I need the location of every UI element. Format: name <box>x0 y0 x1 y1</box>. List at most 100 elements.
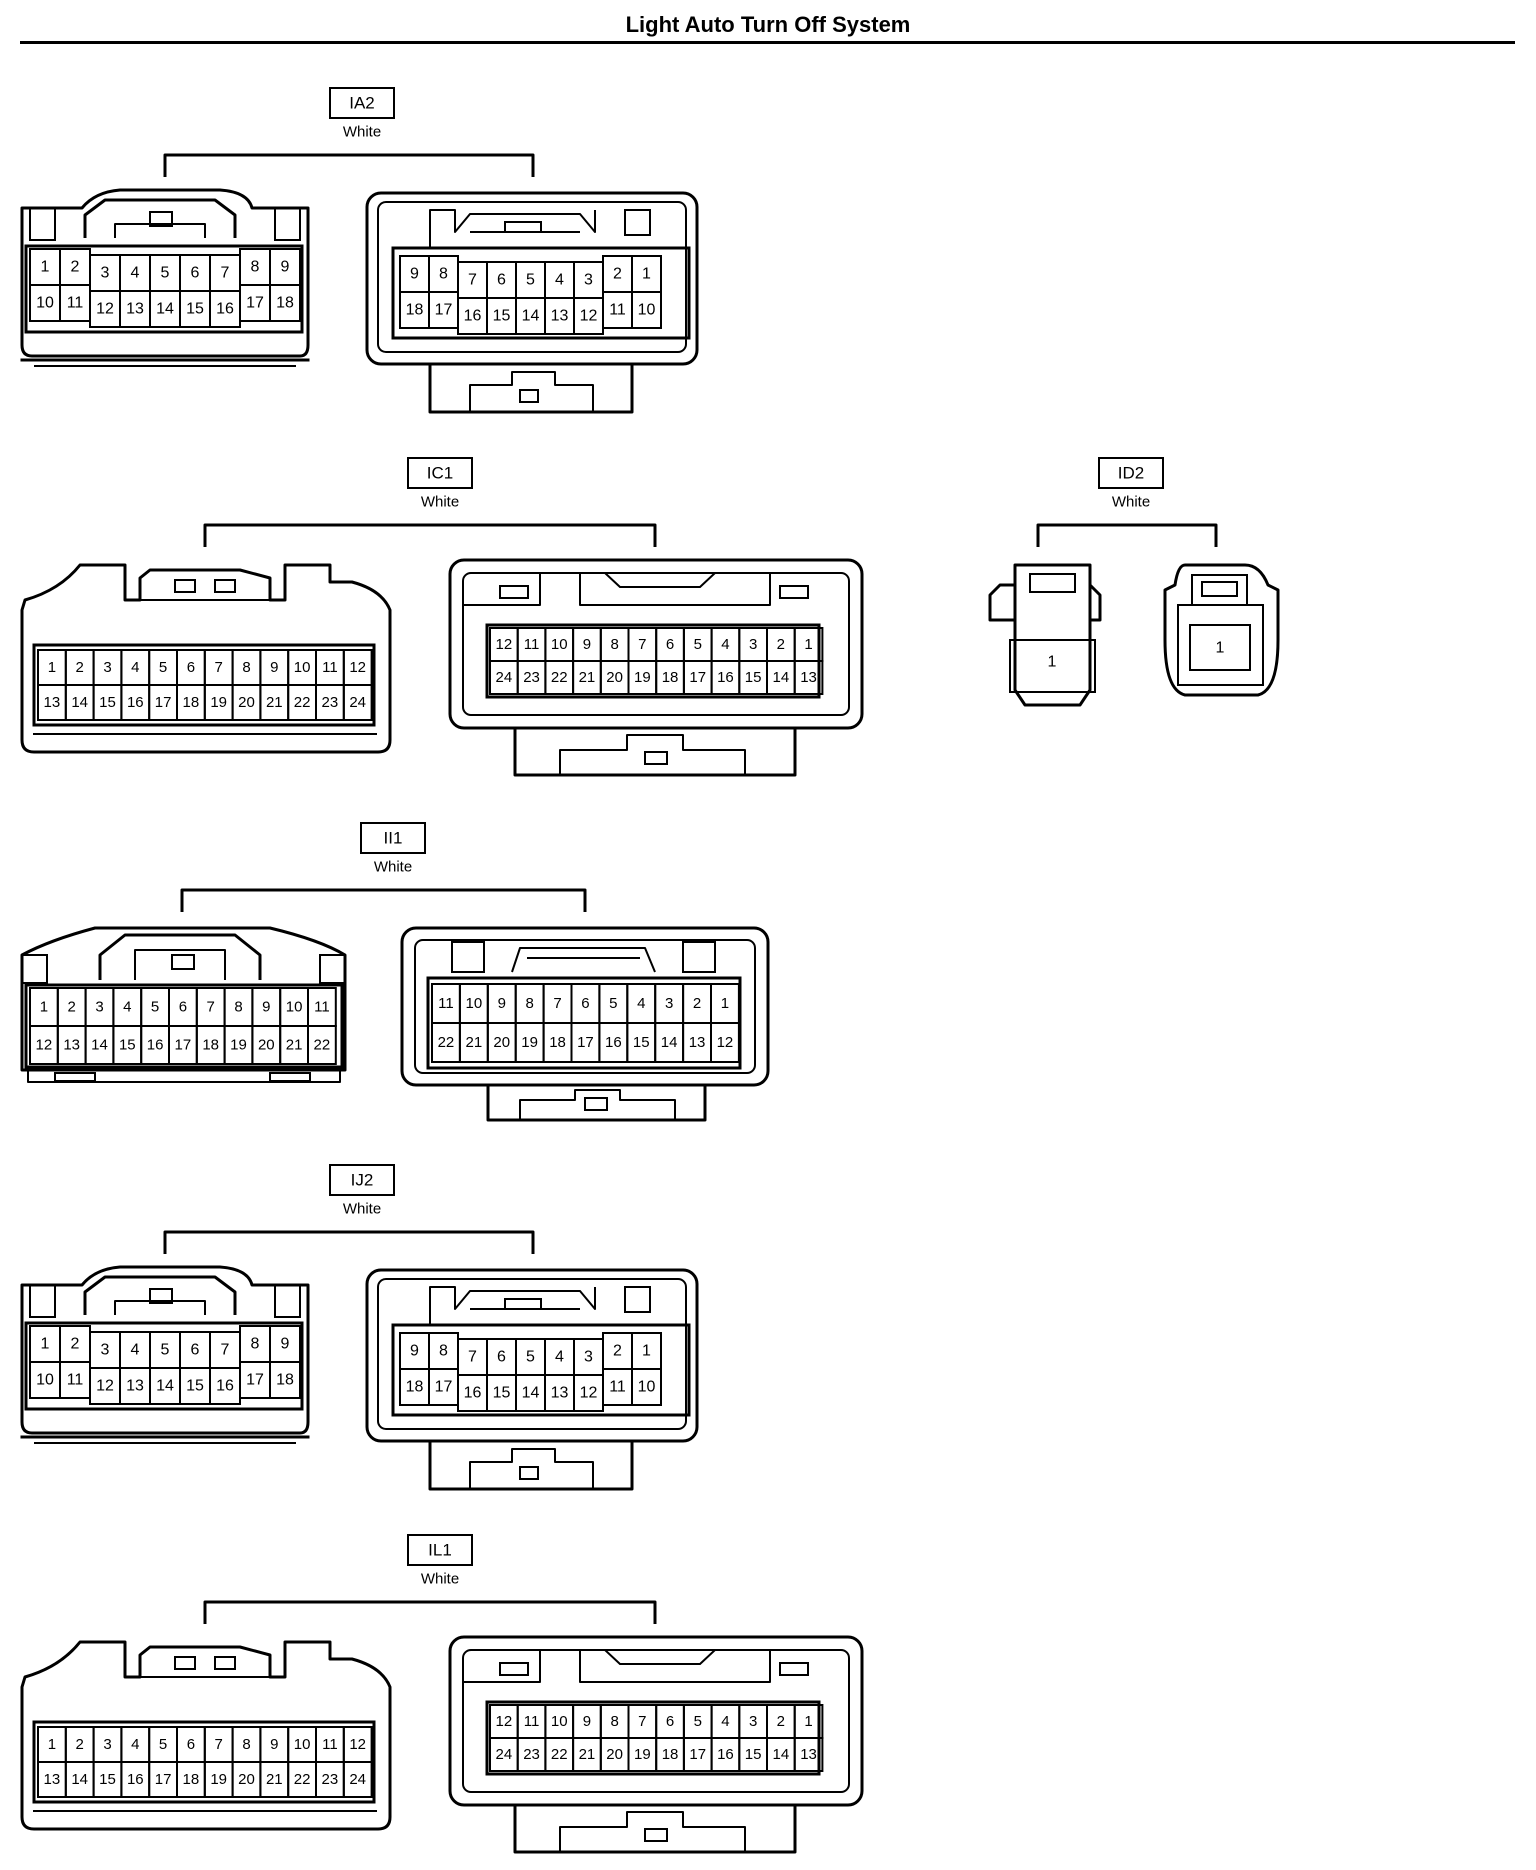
male-inner <box>1177 604 1264 686</box>
pin-number: 12 <box>36 1037 53 1054</box>
pin-number: 24 <box>496 669 513 686</box>
lock-tab <box>83 1275 237 1315</box>
outline-path <box>463 573 771 606</box>
pin-number: 10 <box>466 995 483 1012</box>
pin-number: 15 <box>99 694 116 711</box>
pin-number: 18 <box>662 1746 679 1763</box>
pin-number: 7 <box>215 1736 223 1753</box>
latch-slot <box>499 585 529 599</box>
pin-number: 18 <box>202 1037 219 1054</box>
pin-grid: 1 <box>1216 640 1225 657</box>
pin-number: 3 <box>749 636 757 653</box>
pin-number: 7 <box>215 659 223 676</box>
pin-number: 2 <box>76 659 84 676</box>
male-inner <box>462 1649 850 1793</box>
pin-number: 22 <box>314 1037 331 1054</box>
pin-number: 20 <box>606 669 623 686</box>
connector-color: White <box>421 1571 459 1588</box>
pin-number: 4 <box>131 659 139 676</box>
pin-number: 13 <box>126 301 144 318</box>
pin-number: 14 <box>91 1037 108 1054</box>
pin-number: 2 <box>613 1343 622 1360</box>
pin-number: 11 <box>322 659 338 676</box>
pin-number: 17 <box>246 295 264 312</box>
pin-number: 6 <box>497 272 506 289</box>
pin-number: 9 <box>583 1713 591 1730</box>
lock-tab <box>511 947 656 973</box>
pin-number: 2 <box>613 266 622 283</box>
lock-pin <box>214 579 236 593</box>
connector-code-box <box>329 87 395 119</box>
male-inner <box>414 939 756 1074</box>
outline-path <box>463 1650 771 1683</box>
pin-grid: 1 <box>1048 654 1057 671</box>
pin-number: 3 <box>101 265 110 282</box>
pin-number: 18 <box>183 694 200 711</box>
page-title: Light Auto Turn Off System <box>625 12 911 37</box>
lock-pin <box>1201 581 1238 597</box>
pin-number: 5 <box>159 659 167 676</box>
female-connector: 1 <box>988 563 1102 707</box>
pin-number: 11 <box>67 1372 84 1389</box>
pin-number: 3 <box>103 659 111 676</box>
pin-number: 11 <box>322 1736 338 1753</box>
connector-code-box <box>360 822 426 854</box>
pin-number: 1 <box>1216 640 1225 657</box>
bracket <box>203 1600 657 1624</box>
pin-number: 3 <box>103 1736 111 1753</box>
pin-number: 7 <box>638 636 646 653</box>
lock-pin <box>174 1656 196 1670</box>
pin-number: 14 <box>773 1746 790 1763</box>
pin-number: 6 <box>666 636 674 653</box>
pin-number: 16 <box>464 1385 482 1402</box>
outline-path <box>559 734 746 775</box>
connector-color: White <box>343 124 381 141</box>
pin-number: 8 <box>242 659 250 676</box>
pin-number: 6 <box>581 995 589 1012</box>
pin-number: 12 <box>349 659 366 676</box>
male-skirt <box>513 1805 797 1854</box>
pin-frame <box>391 1323 691 1417</box>
pin-number: 23 <box>523 669 540 686</box>
male-housing <box>365 191 699 366</box>
pin-number: 10 <box>36 295 54 312</box>
pin-number: 10 <box>551 1713 568 1730</box>
pin-number: 10 <box>36 1372 54 1389</box>
pin-number: 18 <box>276 295 294 312</box>
latch-slot <box>451 941 485 973</box>
pin-number: 11 <box>524 636 540 653</box>
pin-number: 9 <box>583 636 591 653</box>
lock-tab <box>98 933 262 980</box>
pin-number: 8 <box>439 1343 448 1360</box>
female-housing <box>20 188 310 358</box>
pin-number: 13 <box>551 1385 569 1402</box>
latch-slot <box>274 1284 301 1318</box>
pin-number: 13 <box>689 1034 706 1051</box>
outline-path <box>134 949 226 980</box>
pin-number: 17 <box>689 1746 706 1763</box>
pin-number: 8 <box>610 636 618 653</box>
pin-number: 3 <box>101 1342 110 1359</box>
pin-cell <box>793 1737 824 1772</box>
pin-number: 17 <box>155 694 172 711</box>
pin-number: 15 <box>186 301 204 318</box>
pin-number: 3 <box>584 1349 593 1366</box>
pin-number: 18 <box>549 1034 566 1051</box>
pin-number: 13 <box>800 1746 817 1763</box>
connector-color: White <box>343 1201 381 1218</box>
pin-number: 9 <box>262 999 270 1016</box>
pin-cell <box>342 1761 373 1798</box>
pin-number: 1 <box>40 999 48 1016</box>
pin-number: 5 <box>159 1736 167 1753</box>
pin-number: 17 <box>175 1037 192 1054</box>
pin-frame <box>1189 624 1251 671</box>
pin-number: 7 <box>221 1342 230 1359</box>
pin-number: 14 <box>661 1034 678 1051</box>
connector-color: White <box>421 494 459 511</box>
